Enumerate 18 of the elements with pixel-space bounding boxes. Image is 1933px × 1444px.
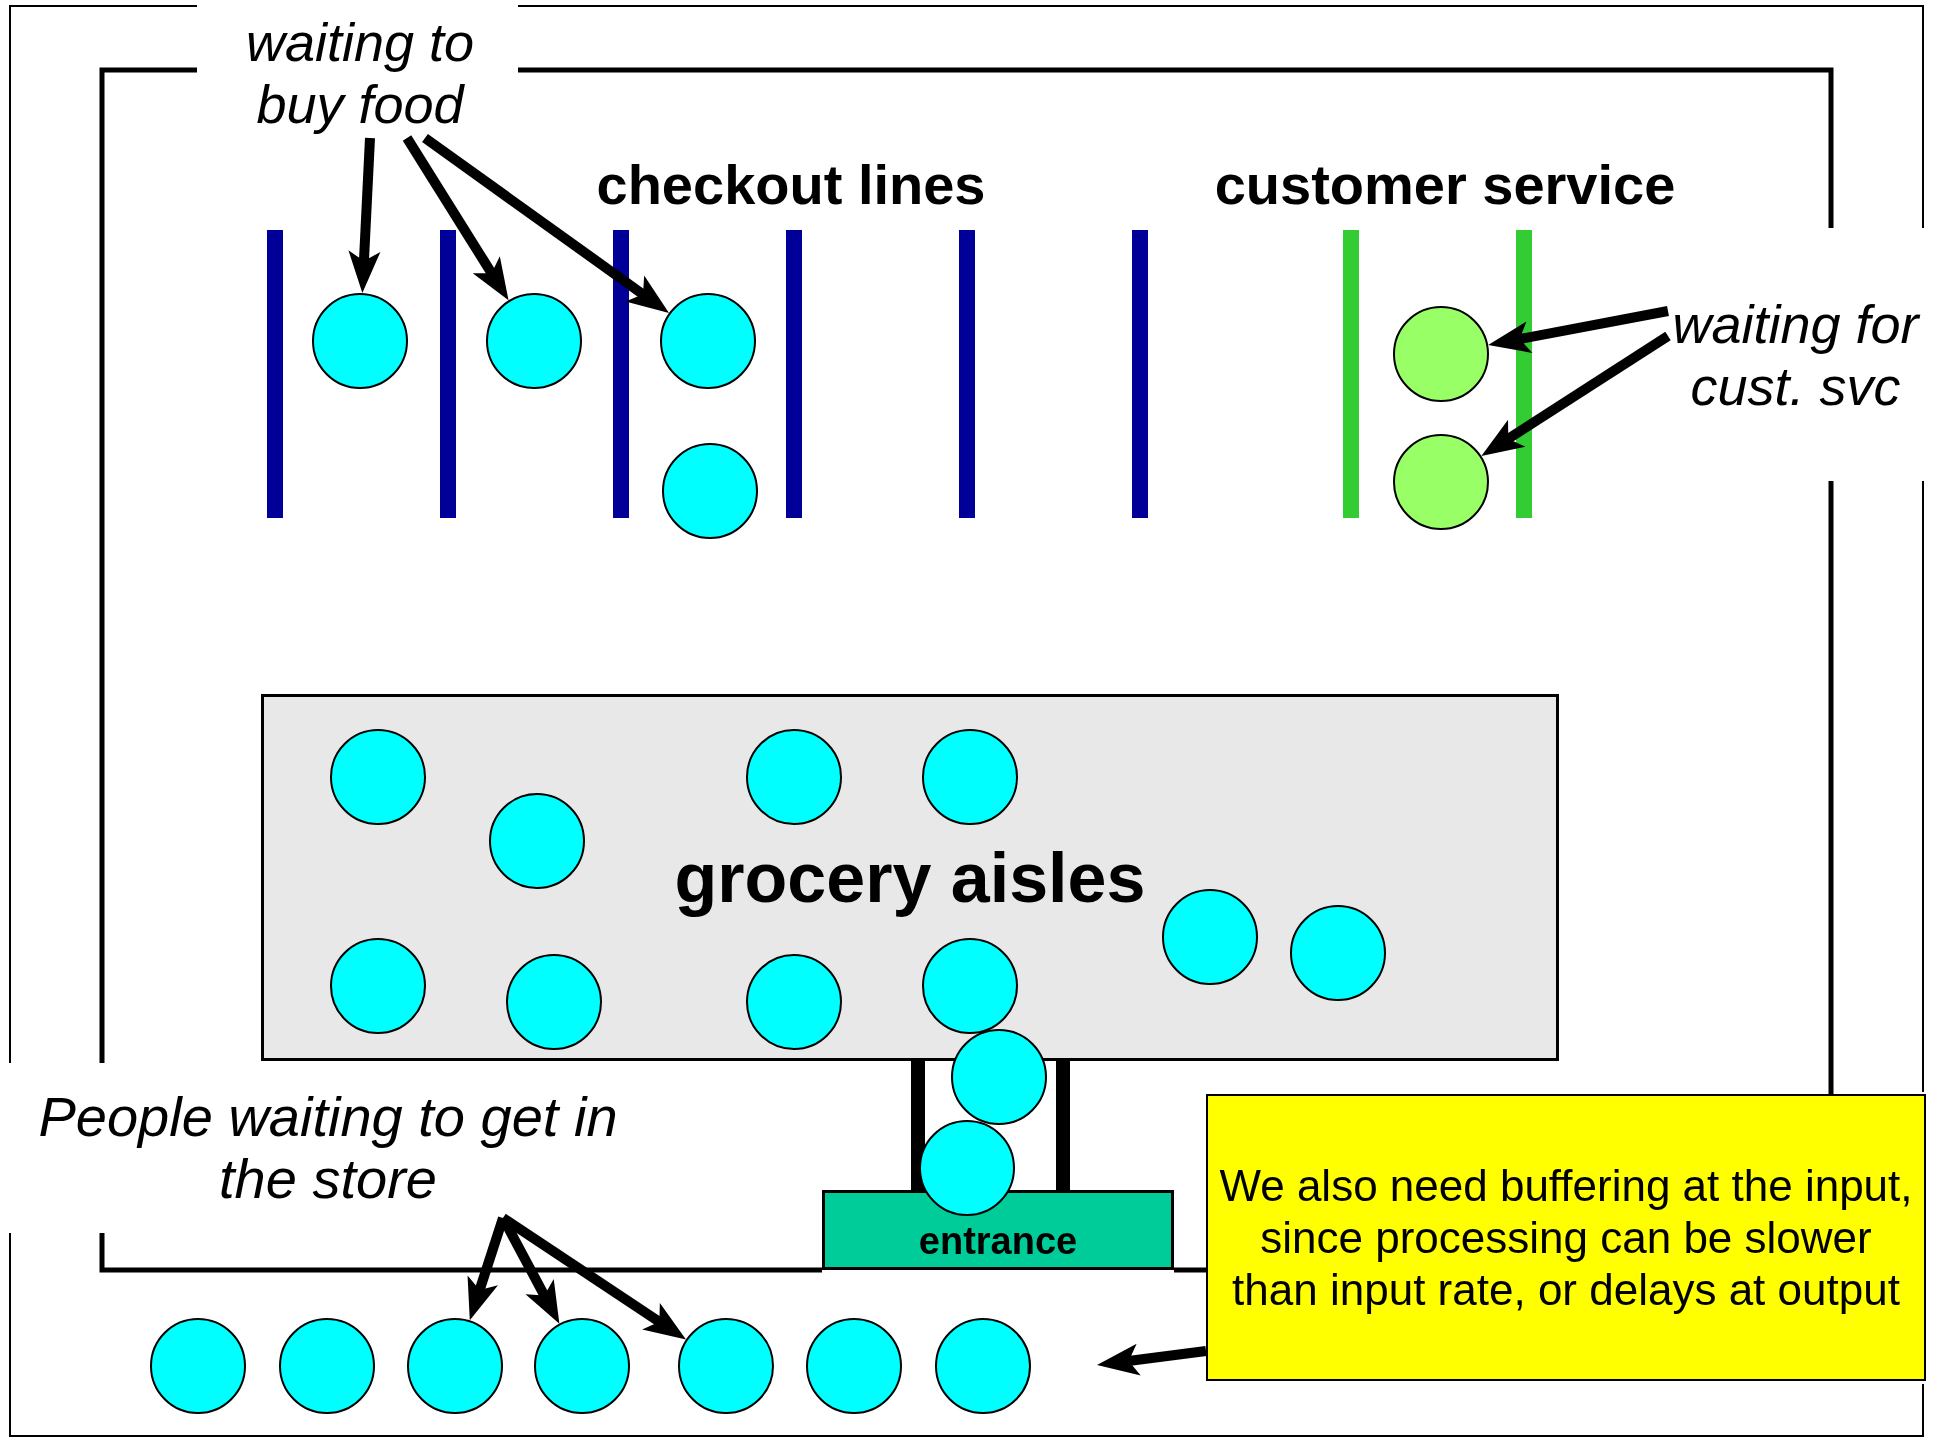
arrow — [422, 133, 669, 313]
section-heading: customer service — [1214, 152, 1676, 217]
callout-text: waiting for cust. svc — [1668, 240, 1923, 470]
arrow — [1481, 331, 1671, 457]
arrow — [1097, 1343, 1207, 1376]
note-text: We also need buffering at the input, since processing can be slower than input rate, or delays at output — [1218, 1159, 1914, 1316]
callout-text: waiting to buy food — [215, 8, 505, 138]
arrow — [402, 135, 509, 301]
entrance-box — [822, 1190, 1174, 1270]
aisle-area — [261, 694, 1559, 1061]
callout-text: People waiting to get in the store — [28, 1078, 628, 1218]
note-box — [1206, 1094, 1926, 1381]
area-label: grocery aisles — [674, 838, 1146, 918]
arrow — [348, 137, 381, 294]
section-heading: checkout lines — [596, 152, 986, 217]
arrow — [500, 1213, 686, 1340]
arrow — [1488, 306, 1669, 353]
entrance-label: entrance — [918, 1219, 1078, 1263]
